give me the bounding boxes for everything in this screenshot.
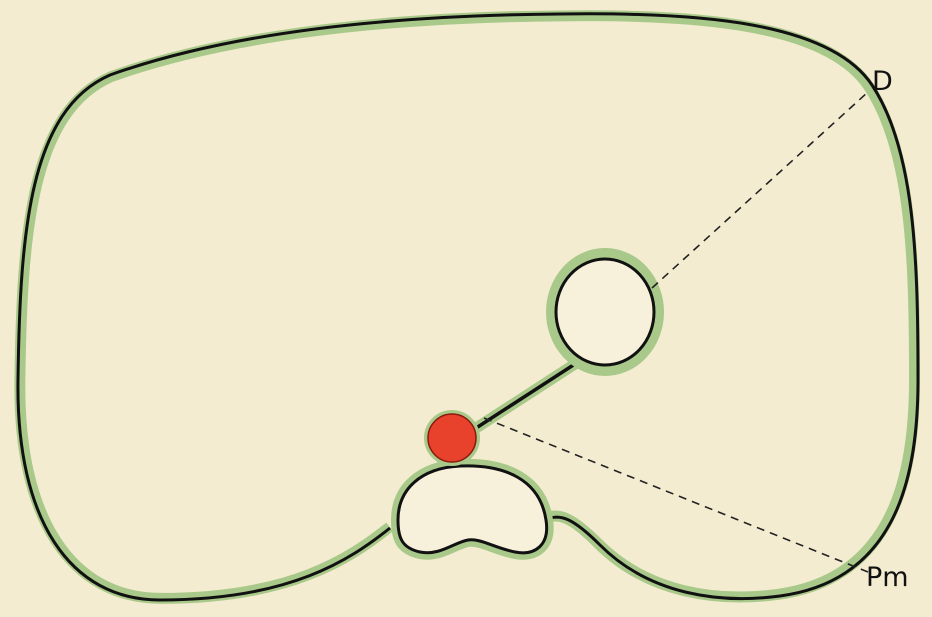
upper-ring <box>556 259 654 365</box>
label-d: D <box>872 66 893 97</box>
label-pm: Pm <box>866 562 909 593</box>
red-spot <box>428 414 476 462</box>
